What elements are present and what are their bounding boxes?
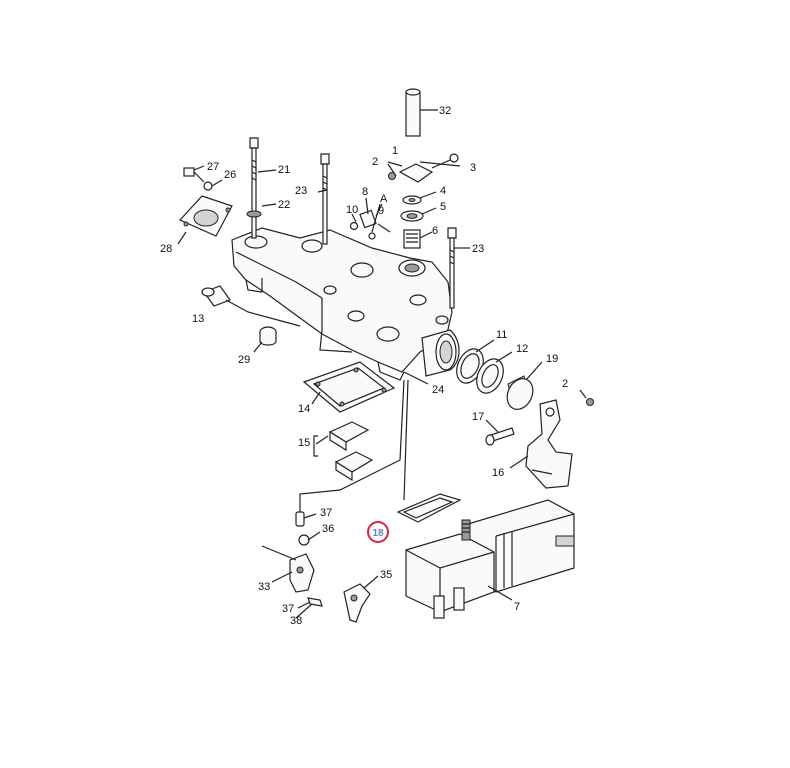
label-17: 17 [472, 411, 484, 423]
gasket-14 [302, 361, 396, 413]
label-29: 29 [238, 354, 250, 366]
lower-left-parts [261, 511, 371, 623]
label-3: 3 [470, 162, 476, 174]
label-2-top: 2 [372, 156, 378, 168]
label-11: 11 [496, 329, 507, 341]
label-8: 8 [362, 186, 368, 198]
label-A: A [380, 193, 388, 205]
label-32: 32 [439, 105, 451, 117]
valve-stack [388, 88, 459, 249]
label-2-right: 2 [562, 378, 568, 390]
label-23-right: 23 [472, 243, 484, 255]
plug-and-cap [201, 285, 277, 346]
studs [249, 137, 457, 309]
label-16: 16 [492, 467, 504, 479]
leader-lines [177, 109, 587, 619]
label-37-bottom: 37 [282, 603, 294, 615]
label-9: 9 [378, 205, 384, 217]
highlight-callout-18[interactable]: 18 [367, 521, 389, 543]
actuator-7 [405, 499, 575, 619]
lever-16 [485, 398, 594, 489]
small-valve-parts [349, 209, 391, 240]
label-14: 14 [298, 403, 310, 415]
label-6: 6 [432, 225, 438, 237]
label-19: 19 [546, 353, 558, 365]
label-26: 26 [224, 169, 236, 181]
parts-15 [313, 421, 374, 482]
label-33: 33 [258, 581, 270, 593]
label-21: 21 [278, 164, 290, 176]
label-22: 22 [278, 199, 290, 211]
label-23-left: 23 [295, 185, 307, 197]
label-28: 28 [160, 243, 172, 255]
label-7: 7 [514, 601, 520, 613]
label-24: 24 [432, 384, 444, 396]
label-1: 1 [392, 145, 398, 157]
label-12: 12 [516, 343, 528, 355]
part-number-labels: 32 1 2 3 4 5 6 21 23 23 22 27 26 28 8 A … [160, 105, 568, 627]
label-15: 15 [298, 437, 310, 449]
label-18[interactable]: 18 [372, 528, 384, 539]
label-37-top: 37 [320, 507, 332, 519]
rings [456, 348, 534, 410]
label-10: 10 [346, 204, 358, 216]
label-38: 38 [290, 615, 302, 627]
label-13: 13 [192, 313, 204, 325]
left-flange [178, 167, 262, 237]
gasket-18 [299, 379, 462, 523]
label-27: 27 [207, 161, 219, 173]
label-4: 4 [440, 185, 446, 197]
label-35: 35 [380, 569, 392, 581]
highlight-ring[interactable] [367, 521, 389, 543]
main-housing [231, 227, 460, 381]
label-5: 5 [440, 201, 446, 213]
label-36: 36 [322, 523, 334, 535]
